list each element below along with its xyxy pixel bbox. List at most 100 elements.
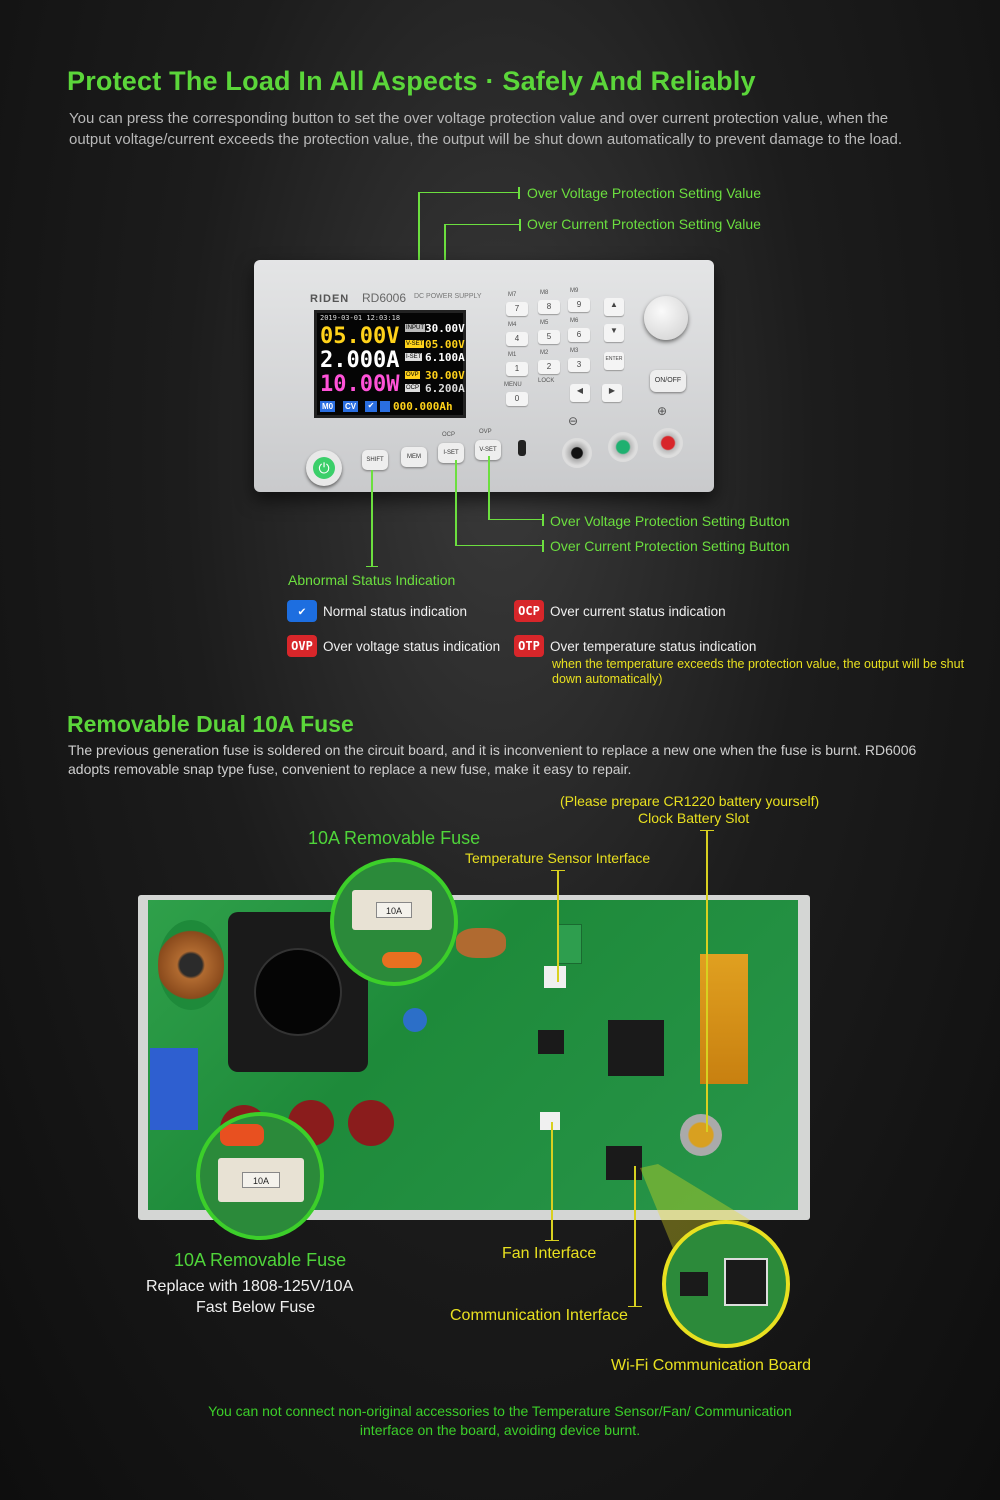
- screen-input-value: 30.00V: [425, 322, 465, 335]
- brand-label: RIDEN: [310, 293, 350, 305]
- temp-sensor-connector: [544, 966, 566, 988]
- ground-terminal[interactable]: [608, 432, 638, 462]
- screen-ocp-value: 6.200A: [425, 382, 465, 395]
- screen-power: 10.00W: [320, 372, 400, 397]
- small-inductor: [456, 928, 506, 958]
- section2-description: The previous generation fuse is soldered…: [68, 742, 917, 777]
- blue-capacitor: [403, 1008, 427, 1032]
- legend-otp-text: Over temperature status indication: [550, 638, 757, 654]
- down-arrow-button[interactable]: ▼: [604, 324, 624, 342]
- usb-port: [518, 440, 526, 456]
- negative-terminal[interactable]: [562, 438, 592, 468]
- callout-line: [706, 830, 708, 1132]
- callout-tick: [518, 187, 520, 199]
- otp-note: when the temperature exceeds the protect…: [552, 657, 965, 686]
- check-icon: ✔: [365, 401, 377, 412]
- otp-badge: OTP: [514, 635, 544, 657]
- callout-tick: [545, 1240, 559, 1241]
- mem-label-m1: M1: [508, 352, 517, 358]
- iset-button[interactable]: I-SET: [438, 443, 464, 463]
- communication-interface-label: Communication Interface: [450, 1307, 628, 1324]
- callout-line: [634, 1166, 636, 1306]
- key-3[interactable]: 3: [568, 358, 590, 372]
- screen-vset-tag: V-SET: [405, 340, 425, 348]
- screen-current: 2.000A: [320, 348, 400, 373]
- callout-line: [455, 460, 457, 546]
- key-6[interactable]: 6: [568, 328, 590, 342]
- wifi-module-icon: [724, 1258, 768, 1306]
- enter-button[interactable]: ENTER: [604, 352, 624, 370]
- fuse-top-mark: 10A: [376, 902, 412, 918]
- positive-terminal[interactable]: [653, 428, 683, 458]
- fuse-holder: 10A: [218, 1158, 304, 1202]
- mem-label-m2: M2: [540, 350, 549, 356]
- callout-line: [418, 192, 420, 320]
- callout-line: [418, 192, 518, 193]
- callout-line: [455, 545, 542, 546]
- callout-tick: [519, 219, 521, 231]
- plus-icon: ⊕: [657, 404, 668, 418]
- rotary-encoder-knob[interactable]: [644, 296, 688, 340]
- battery-holder: [680, 1114, 722, 1156]
- relay: [150, 1048, 198, 1130]
- callout-line: [557, 870, 559, 982]
- subtitle-label: DC POWER SUPPLY: [414, 293, 482, 300]
- callout-line: [551, 1122, 553, 1240]
- model-label: RD6006: [362, 291, 407, 305]
- screen-iset-value: 6.100A: [425, 351, 465, 364]
- screen-voltage: 05.00V: [320, 324, 400, 349]
- mem-label-m4: M4: [508, 322, 517, 328]
- communication-header: [606, 1146, 642, 1180]
- ovp-button-label: Over Voltage Protection Setting Button: [550, 513, 790, 529]
- fuse-bottom-zoom: 10A: [196, 1112, 324, 1240]
- mem-label-m7: M7: [508, 292, 517, 298]
- toroid-inductor: [158, 920, 224, 1010]
- minus-icon: ⊖: [568, 414, 579, 428]
- fan-interface-label: Fan Interface: [502, 1245, 597, 1262]
- section1-description: You can press the corresponding button t…: [69, 110, 903, 148]
- screen-iset-tag: I-SET: [405, 353, 423, 361]
- callout-tick: [551, 870, 565, 871]
- temp-sensor-label: Temperature Sensor Interface: [465, 850, 651, 866]
- keypad: 7 8 9 4 5 6 1 2 3 0 M7 M8 M9 M4 M5 M6 M1…: [500, 288, 710, 412]
- screen-ovp-value: 30.00V: [425, 369, 465, 382]
- callout-tick: [366, 566, 378, 567]
- key-2[interactable]: 2: [538, 360, 560, 374]
- pin-header: [680, 1272, 708, 1296]
- section2-title: Removable Dual 10A Fuse: [67, 711, 354, 737]
- power-button[interactable]: ⏻: [306, 450, 342, 486]
- mem-label-m9: M9: [570, 288, 579, 294]
- lock-label: LOCK: [538, 378, 555, 384]
- up-arrow-button[interactable]: ▲: [604, 298, 624, 316]
- battery-slot-label: Clock Battery Slot: [638, 810, 750, 826]
- legend-ocp-text: Over current status indication: [550, 603, 726, 619]
- ovp-key-label: OVP: [479, 429, 492, 435]
- battery-icon: [380, 401, 390, 412]
- abnormal-status-title: Abnormal Status Indication: [288, 572, 456, 588]
- shift-button[interactable]: SHIFT: [362, 450, 388, 470]
- right-arrow-button[interactable]: ▶: [602, 384, 622, 402]
- onoff-button[interactable]: ON/OFF: [650, 370, 686, 392]
- callout-line: [371, 470, 373, 566]
- key-8[interactable]: 8: [538, 300, 560, 314]
- fuse-bottom-mark: 10A: [242, 1172, 280, 1188]
- key-1[interactable]: 1: [506, 362, 528, 376]
- fuse-replace-line1: Replace with 1808-125V/10A: [146, 1278, 354, 1295]
- key-9[interactable]: 9: [568, 298, 590, 312]
- mem-button[interactable]: MEM: [401, 447, 427, 467]
- key-5[interactable]: 5: [538, 330, 560, 344]
- callout-line: [488, 456, 490, 520]
- key-0[interactable]: 0: [506, 392, 528, 406]
- fuse-holder: 10A: [352, 890, 432, 930]
- fuse-top-label: 10A Removable Fuse: [308, 828, 481, 848]
- left-arrow-button[interactable]: ◀: [570, 384, 590, 402]
- legend-ovp-text: Over voltage status indication: [323, 638, 501, 654]
- wifi-board-zoom: [662, 1220, 790, 1348]
- key-4[interactable]: 4: [506, 332, 528, 346]
- key-7[interactable]: 7: [506, 302, 528, 316]
- ocp-key-label: OCP: [442, 432, 456, 438]
- capacitor: [348, 1100, 394, 1146]
- callout-line: [444, 224, 519, 225]
- normal-check-icon: ✔: [287, 600, 317, 622]
- vset-button[interactable]: V-SET: [475, 440, 501, 460]
